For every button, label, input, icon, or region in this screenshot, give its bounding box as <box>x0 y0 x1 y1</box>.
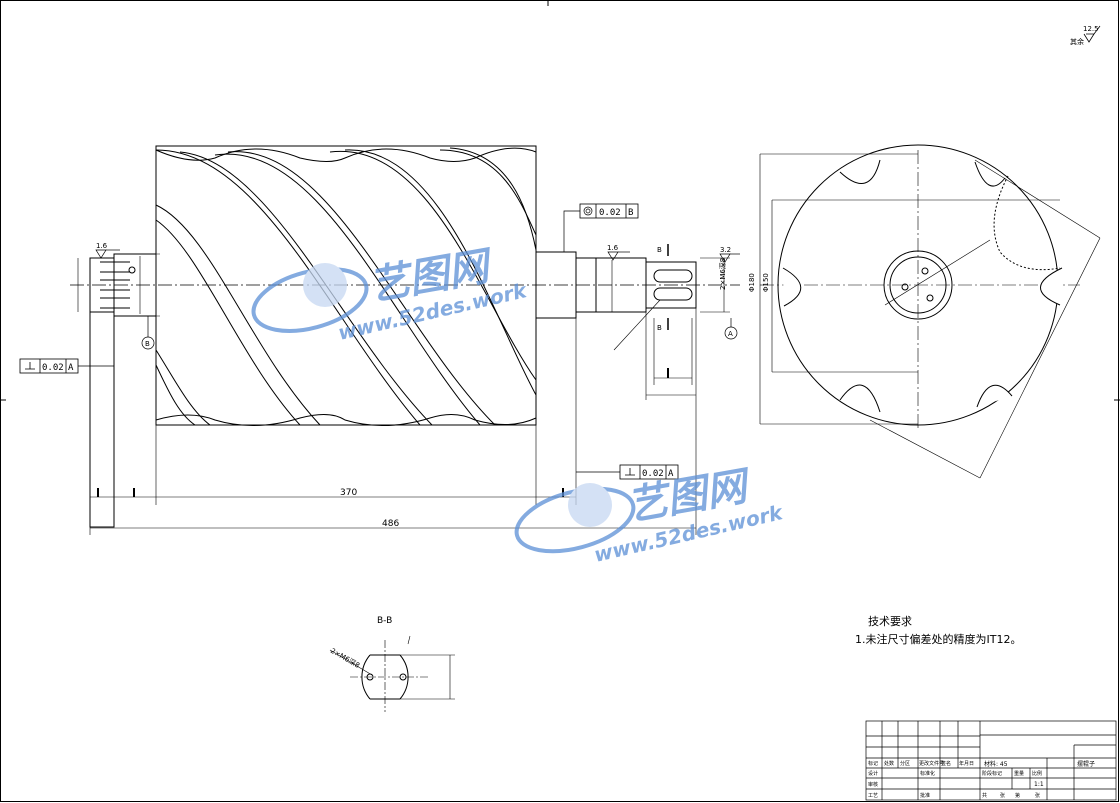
datum-letter: B <box>145 340 150 348</box>
tb-part-name: 摆辊子 <box>1077 760 1095 768</box>
section-marker-top: B <box>657 244 669 256</box>
roughness-mark-right: 1.6 <box>607 244 630 261</box>
tb-label: 重量 <box>1014 770 1024 777</box>
perp-left-datum: A <box>68 363 74 373</box>
tb-scale: 1:1 <box>1034 781 1044 788</box>
tb-label: 工艺 <box>868 793 878 799</box>
side-view <box>759 144 1101 479</box>
tb-label: 签名 <box>941 760 951 767</box>
tb-label: 审核 <box>868 781 878 788</box>
title-block <box>865 720 1117 801</box>
section-letter: B <box>657 246 662 254</box>
roughness-label: 1.6 <box>96 242 108 250</box>
front-dimensions <box>77 253 730 535</box>
roughness-mark-left: 1.6 <box>95 242 120 259</box>
concentricity-datum: B <box>628 208 633 218</box>
front-view <box>70 145 740 528</box>
watermark-top: 艺图网 www.52des.work <box>251 243 530 345</box>
tb-label: 标准化 <box>920 770 935 777</box>
datum-b: B <box>141 316 155 350</box>
perp-bottom-datum: A <box>668 469 674 479</box>
perp-bottom-value: 0.02 <box>642 469 664 479</box>
roughness-label: 1.6 <box>607 244 619 252</box>
tb-material: 材料: 45 <box>984 760 1008 768</box>
tb-label: 张 <box>1035 792 1040 799</box>
tb-label: 处数 <box>884 760 894 767</box>
datum-a: A <box>724 318 738 340</box>
tolerance-perp-left: 0.02 A <box>19 358 114 374</box>
tolerance-concentricity: 0.02 B <box>563 203 639 252</box>
tb-label: 年月日 <box>959 760 974 767</box>
dim-diam-b: Φ150 <box>762 273 770 292</box>
tb-label: 共 <box>982 792 987 799</box>
tb-label: 阶段标记 <box>982 770 1002 777</box>
section-title: B-B <box>377 616 392 626</box>
tb-label: 标记 <box>868 760 878 767</box>
section-letter: B <box>657 324 662 332</box>
tech-title: 技术要求 <box>868 615 912 628</box>
roughness-value: 12.5 <box>1083 25 1099 33</box>
dim-overall-length: 486 <box>382 519 399 529</box>
roughness-label: 3.2 <box>720 246 731 254</box>
section-marker-bottom: B <box>657 318 669 332</box>
concentricity-value: 0.02 <box>599 208 621 218</box>
roughness-mark-keyway: 3.2 <box>719 246 740 263</box>
tb-label: 更改文件号 <box>919 760 944 767</box>
tb-label: 第 <box>1015 792 1020 799</box>
roughness-prefix: 其余 <box>1070 37 1084 46</box>
perp-left-value: 0.02 <box>42 363 64 373</box>
tb-label: 批准 <box>920 792 930 799</box>
tb-label: 分区 <box>900 760 910 767</box>
surface-roughness-note: 其余 12.5 <box>1070 25 1101 46</box>
dim-diam-a: Φ180 <box>748 273 756 292</box>
section-keyway-dim: 2×M6深8 <box>329 646 361 670</box>
tech-item: 1.未注尺寸偏差处的精度为IT12。 <box>855 632 1021 646</box>
dim-keyway: 2×M6深8 <box>718 258 727 290</box>
dim-drum-length: 370 <box>340 488 357 498</box>
tb-label: 设计 <box>868 770 878 777</box>
section-view: B-B 2×M6深8 <box>329 616 455 712</box>
tolerance-perp-bottom: 0.02 A <box>576 464 679 480</box>
tb-label: 张 <box>1000 792 1005 799</box>
tech-requirements: 技术要求 1.未注尺寸偏差处的精度为IT12。 <box>855 615 1021 646</box>
tb-label: 比例 <box>1032 770 1042 777</box>
datum-letter: A <box>728 330 733 338</box>
title-block-text: 材料: 45 摆辊子 1:1 标记 处数 分区 更改文件号 签名 年月日 设计 … <box>868 760 1095 799</box>
